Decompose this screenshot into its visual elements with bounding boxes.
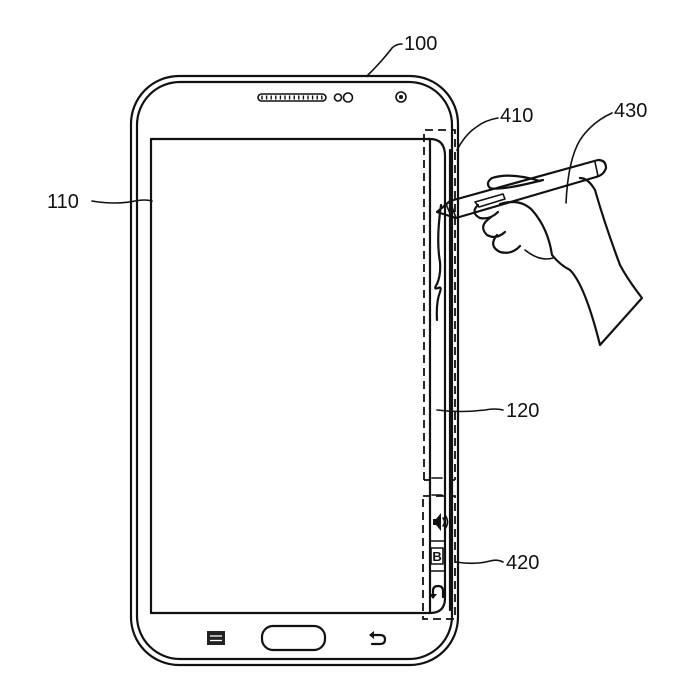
label-410: 410 xyxy=(500,105,533,127)
speaker-volume-icon[interactable] xyxy=(433,513,449,531)
svg-text:B: B xyxy=(432,549,441,564)
back-key[interactable] xyxy=(369,631,387,646)
device-outline-inner xyxy=(135,80,454,661)
hand-illustration xyxy=(473,174,644,347)
edge-display xyxy=(426,137,452,615)
leader-100 xyxy=(366,43,403,77)
leader-410 xyxy=(456,117,499,151)
front-camera-icon xyxy=(395,91,407,103)
light-sensor-icon xyxy=(342,92,354,103)
edge-icon-area xyxy=(422,495,456,620)
main-display xyxy=(149,137,432,615)
device-body xyxy=(129,74,460,667)
leader-430 xyxy=(565,112,613,204)
handwriting-stroke xyxy=(434,203,443,322)
bold-b-icon[interactable]: B xyxy=(430,547,444,565)
edge-display-curve xyxy=(426,137,447,615)
leader-120 xyxy=(436,408,504,413)
label-430: 430 xyxy=(614,100,647,122)
device-outline-outer xyxy=(129,74,460,667)
label-100: 100 xyxy=(404,33,437,55)
undo-arrow-icon[interactable] xyxy=(429,584,445,599)
label-120: 120 xyxy=(506,400,539,422)
leader-420 xyxy=(455,559,504,565)
proximity-sensor-icon xyxy=(333,93,343,102)
speaker-grill-outline xyxy=(257,93,327,102)
menu-key[interactable] xyxy=(207,631,225,645)
stylus-pen xyxy=(435,158,608,220)
speaker-grill xyxy=(257,93,327,102)
main-display-frame xyxy=(149,137,432,615)
handwriting-input-area xyxy=(423,129,456,480)
home-button[interactable] xyxy=(260,624,327,652)
label-420: 420 xyxy=(506,552,539,574)
label-110: 110 xyxy=(47,191,79,213)
leader-110 xyxy=(91,199,153,204)
